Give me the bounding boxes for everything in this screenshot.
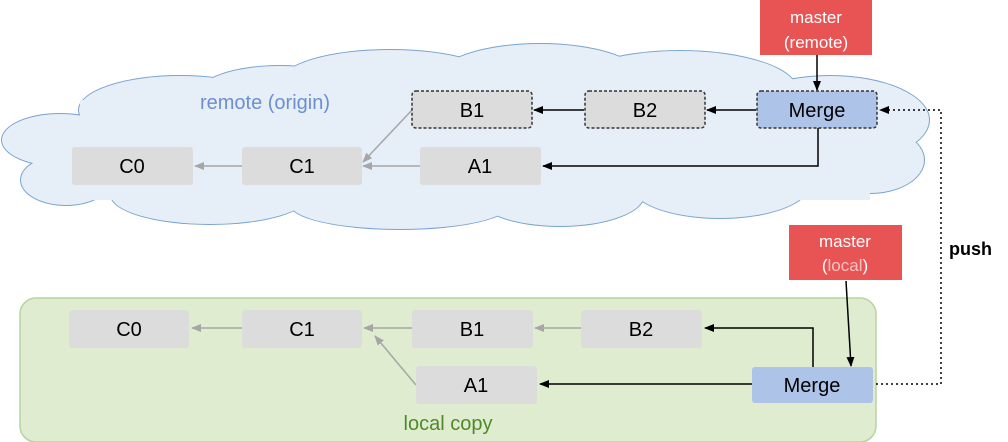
local-node-b1: B1 xyxy=(412,310,533,348)
remote-node-b2: B2 xyxy=(584,90,706,129)
svg-text:C0: C0 xyxy=(116,319,142,341)
remote-region-label: remote (origin) xyxy=(200,92,330,114)
remote-node-b1: B1 xyxy=(411,90,533,129)
svg-text:C1: C1 xyxy=(289,156,315,178)
svg-text:A1: A1 xyxy=(468,156,492,178)
svg-text:C1: C1 xyxy=(289,319,315,341)
local-master-tag: master (local) xyxy=(789,225,902,280)
local-node-c0: C0 xyxy=(69,310,189,348)
svg-text:(local): (local) xyxy=(822,256,868,275)
svg-text:(remote): (remote) xyxy=(784,33,848,52)
remote-node-merge: Merge xyxy=(756,90,878,129)
remote-edges xyxy=(194,55,821,170)
edge-remote-b1-c1 xyxy=(362,109,413,163)
local-edges xyxy=(191,280,855,388)
local-region-label: local copy xyxy=(404,413,493,435)
svg-text:B2: B2 xyxy=(629,319,653,341)
svg-text:A1: A1 xyxy=(464,375,488,397)
edge-local-merge-b2 xyxy=(704,324,814,367)
svg-text:Merge: Merge xyxy=(789,100,846,122)
push-connector xyxy=(876,106,942,385)
remote-cloud xyxy=(1,43,930,230)
svg-text:C0: C0 xyxy=(119,156,145,178)
remote-node-a1: A1 xyxy=(420,147,541,185)
remote-node-c0: C0 xyxy=(72,147,193,185)
local-node-merge: Merge xyxy=(752,367,873,403)
local-node-a1: A1 xyxy=(416,366,537,404)
svg-text:master: master xyxy=(790,8,842,27)
svg-text:Merge: Merge xyxy=(784,375,841,397)
edge-local-a1-c1 xyxy=(374,335,417,386)
svg-text:master: master xyxy=(819,232,871,251)
edge-remote-merge-a1 xyxy=(542,128,819,170)
edge-local-tag-merge xyxy=(845,280,855,367)
local-node-b2: B2 xyxy=(581,310,702,348)
svg-text:B2: B2 xyxy=(633,100,657,122)
push-label: push xyxy=(949,239,992,259)
remote-node-c1: C1 xyxy=(242,147,362,185)
svg-text:B1: B1 xyxy=(460,100,484,122)
local-node-c1: C1 xyxy=(242,310,362,348)
remote-master-tag: master (remote) xyxy=(760,0,872,55)
svg-text:B1: B1 xyxy=(460,319,484,341)
